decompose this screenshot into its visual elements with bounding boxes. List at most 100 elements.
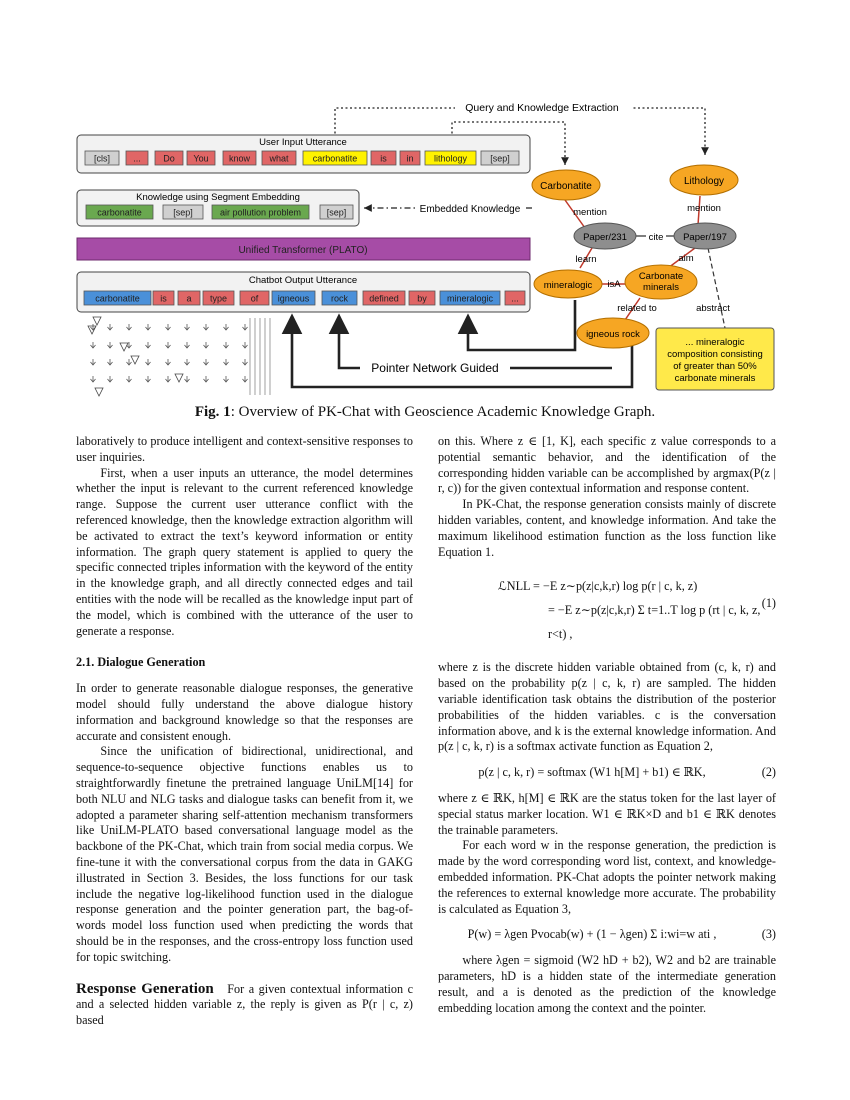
- token-box: [439, 290, 501, 306]
- equation-1-line-2: = −E z∼p(z|c,k,r) Σ t=1..T log p (rt | c…: [548, 603, 761, 642]
- token-box: [211, 204, 310, 220]
- token-box: [261, 150, 297, 166]
- abstract-text-box: [655, 327, 775, 391]
- attention-arrow: [107, 324, 113, 331]
- token-label: carbonatite: [95, 294, 140, 304]
- attention-arrow: [107, 359, 113, 366]
- svg-text:Paper/231: Paper/231: [583, 232, 627, 243]
- attention-arrow: [107, 376, 113, 383]
- caption-label: Fig. 1: [194, 404, 231, 420]
- knowledge-graph: Carbonatite Lithology mention mention Pa…: [531, 164, 775, 391]
- equation-2-body: p(z | c, k, r) = softmax (W1 h[M] + b1) …: [478, 765, 706, 780]
- right-paragraph-6: where λgen = sigmoid (W2 hD + b2), W2 an…: [438, 953, 776, 1015]
- paper-197-node: [673, 222, 737, 250]
- attention-arrow: [203, 359, 209, 366]
- attention-arrow: [203, 324, 209, 331]
- transformer-label: Unified Transformer (PLATO): [238, 245, 367, 256]
- embedded-knowledge-label: Embedded Knowledge: [420, 204, 521, 215]
- token-box: [152, 290, 175, 306]
- token-label: of: [251, 294, 259, 304]
- knowledge-box: Knowledge using Segment Embedding carbon…: [76, 189, 360, 227]
- token-label: what: [268, 154, 289, 164]
- token-label: air pollution problem: [220, 208, 301, 218]
- attention-arrow: [126, 376, 132, 383]
- attention-arrow: [165, 376, 171, 383]
- left-paragraph-2: First, when a user inputs an utterance, …: [76, 465, 413, 638]
- token-label: is: [160, 294, 167, 304]
- attention-triangle: [119, 342, 129, 352]
- token-box: [408, 290, 436, 306]
- attention-arrow: [145, 324, 151, 331]
- svg-text:mention: mention: [573, 207, 607, 218]
- token-box: [85, 204, 154, 220]
- attention-arrow: [145, 342, 151, 349]
- token-box: [424, 150, 477, 166]
- left-column: laboratively to produce intelligent and …: [76, 434, 413, 1029]
- attention-arrow: [184, 376, 190, 383]
- attention-matrix: [87, 316, 271, 397]
- right-paragraph-5: For each word w in the response generati…: [438, 838, 776, 916]
- svg-text:Paper/197: Paper/197: [683, 232, 727, 243]
- user-input-title: User Input Utterance: [259, 137, 347, 148]
- token-box: [83, 290, 152, 306]
- mineralogic-node: [533, 269, 603, 299]
- token-label: defined: [369, 294, 399, 304]
- token-label: ...: [133, 154, 141, 164]
- token-box: [370, 150, 397, 166]
- token-label: igneous: [278, 294, 310, 304]
- token-box: [202, 290, 235, 306]
- equation-3: P(w) = λgen Pvocab(w) + (1 − λgen) Σ i:w…: [438, 927, 776, 943]
- equation-1-line-1: ℒNLL = −E z∼p(z|c,k,r) log p(r | c, k, z…: [498, 579, 698, 594]
- attention-triangle: [92, 316, 102, 326]
- pointer-label: Pointer Network Guided: [371, 361, 498, 375]
- svg-text:related to: related to: [617, 303, 657, 314]
- attention-arrow: [223, 342, 229, 349]
- equation-1: ℒNLL = −E z∼p(z|c,k,r) log p(r | c, k, z…: [438, 574, 776, 646]
- attention-arrow: [242, 376, 248, 383]
- token-box: [504, 290, 526, 306]
- attention-arrow: [126, 359, 132, 366]
- attention-arrow: [90, 376, 96, 383]
- token-label: You: [193, 154, 208, 164]
- svg-text:igneous rock: igneous rock: [586, 329, 640, 340]
- svg-text:of greater than 50%: of greater than 50%: [673, 361, 757, 372]
- equation-1-number: (1): [761, 596, 776, 611]
- right-paragraph-1: on this. Where z ∈ [1, K], each specific…: [438, 434, 776, 496]
- svg-text:Carbonatite: Carbonatite: [540, 181, 592, 192]
- carbonate-minerals-node: [624, 264, 698, 300]
- svg-text:mineralogic: mineralogic: [544, 280, 593, 291]
- token-label: in: [406, 154, 413, 164]
- attention-triangle: [94, 387, 104, 397]
- token-box: [186, 150, 216, 166]
- output-title: Chatbot Output Utterance: [249, 275, 357, 286]
- attention-triangle: [174, 373, 184, 383]
- token-box: [480, 150, 520, 166]
- knowledge-title: Knowledge using Segment Embedding: [136, 192, 300, 203]
- right-paragraph-4: where z ∈ ℝK, h[M] ∈ ℝK are the status t…: [438, 790, 776, 837]
- attention-arrow: [203, 376, 209, 383]
- token-label: ...: [511, 294, 519, 304]
- equation-2: p(z | c, k, r) = softmax (W1 h[M] + b1) …: [438, 765, 776, 781]
- equation-2-number: (2): [761, 765, 776, 780]
- lithology-node: [669, 164, 739, 196]
- attention-arrow: [242, 359, 248, 366]
- right-paragraph-3: where z is the discrete hidden variable …: [438, 660, 776, 754]
- token-box: [125, 150, 149, 166]
- right-column: on this. Where z ∈ [1, K], each specific…: [438, 434, 776, 1016]
- token-label: is: [380, 154, 387, 164]
- query-label: Query and Knowledge Extraction: [465, 102, 619, 114]
- right-paragraph-2: In PK-Chat, the response generation cons…: [438, 497, 776, 559]
- equation-3-body: P(w) = λgen Pvocab(w) + (1 − λgen) Σ i:w…: [467, 927, 717, 942]
- token-label: carbonatite: [97, 208, 142, 218]
- query-extraction-lines: [334, 107, 709, 165]
- token-label: Do: [163, 154, 175, 164]
- svg-text:minerals: minerals: [643, 282, 679, 293]
- unified-transformer-bar: [76, 237, 531, 261]
- token-label: mineralogic: [447, 294, 494, 304]
- attention-arrow: [223, 376, 229, 383]
- token-label: by: [417, 294, 427, 304]
- attention-arrow: [107, 342, 113, 349]
- token-label: [cls]: [94, 154, 110, 164]
